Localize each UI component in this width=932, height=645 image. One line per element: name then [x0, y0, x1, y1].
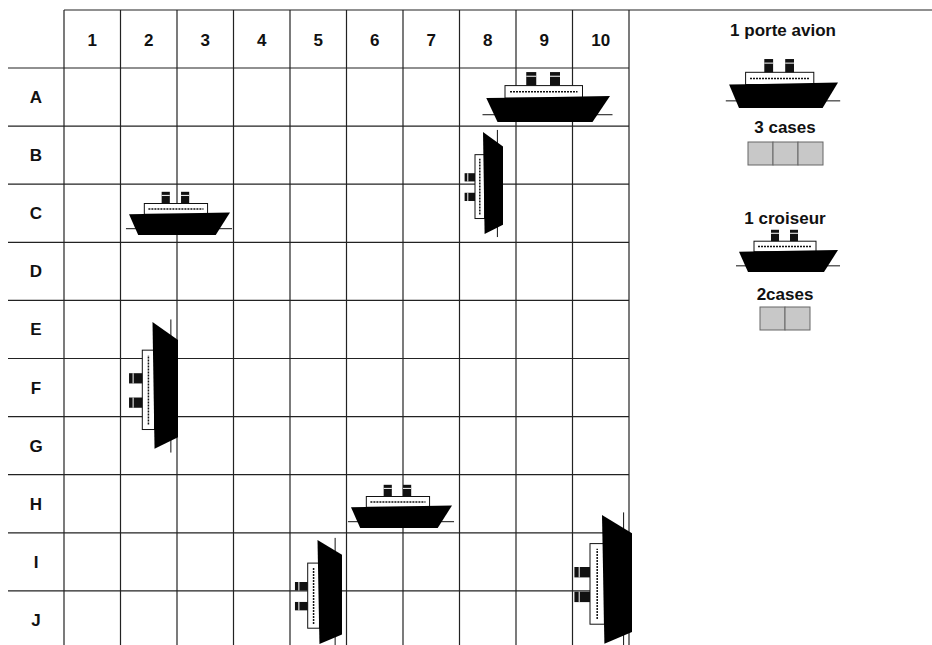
ship-icon	[736, 230, 840, 272]
grid-line	[64, 9, 932, 10]
grid-line	[63, 10, 64, 645]
grid-line	[8, 358, 629, 359]
grid-line	[459, 10, 460, 645]
column-number: 4	[257, 32, 266, 49]
row-letter: B	[30, 147, 42, 164]
grid-line	[8, 242, 629, 243]
legend-text: 3 cases	[754, 119, 815, 136]
ship-icon	[465, 130, 503, 237]
grid-line	[8, 416, 629, 417]
grid-line	[8, 474, 629, 475]
row-letter: I	[34, 553, 39, 570]
grid-line	[8, 532, 629, 533]
cell-sample	[773, 142, 798, 165]
grid-line	[8, 184, 629, 185]
column-number: 8	[483, 32, 492, 49]
column-number: 5	[314, 32, 323, 49]
cell-sample	[748, 142, 773, 165]
grid-line	[176, 10, 177, 645]
column-number: 10	[591, 32, 610, 49]
grid-line	[8, 67, 629, 68]
cell-samples	[748, 142, 823, 330]
ship-icon	[574, 512, 632, 645]
ship-icon	[726, 59, 840, 108]
row-letter: H	[30, 495, 42, 512]
column-number: 9	[540, 32, 549, 49]
grid-line	[8, 300, 629, 301]
ship-icon	[129, 319, 178, 452]
grid-line	[8, 125, 629, 126]
column-number: 7	[427, 32, 436, 49]
column-number: 1	[88, 32, 97, 49]
legend-text: 1 croiseur	[744, 210, 825, 227]
row-letter: D	[30, 263, 42, 280]
row-letter: C	[30, 205, 42, 222]
grid-lines	[8, 10, 932, 645]
legend-text: 1 porte avion	[730, 22, 836, 39]
row-letter: F	[31, 379, 41, 396]
row-letter: A	[30, 89, 42, 106]
row-letter: J	[31, 611, 40, 628]
row-letter: E	[30, 321, 41, 338]
ship-icon	[348, 485, 454, 528]
cell-sample	[760, 307, 785, 330]
row-letter: G	[29, 437, 42, 454]
grid-line	[346, 10, 347, 645]
ship-icon	[483, 72, 613, 122]
column-number: 2	[144, 32, 153, 49]
cell-sample	[785, 307, 810, 330]
grid-line	[402, 10, 403, 645]
grid-line	[120, 10, 121, 645]
grid-line	[289, 10, 290, 645]
ship-icon	[295, 538, 342, 645]
cell-sample	[798, 142, 823, 165]
grid-line	[233, 10, 234, 645]
column-number: 3	[201, 32, 210, 49]
column-number: 6	[370, 32, 379, 49]
ship-icon	[126, 192, 232, 235]
legend-text: 2cases	[757, 286, 814, 303]
